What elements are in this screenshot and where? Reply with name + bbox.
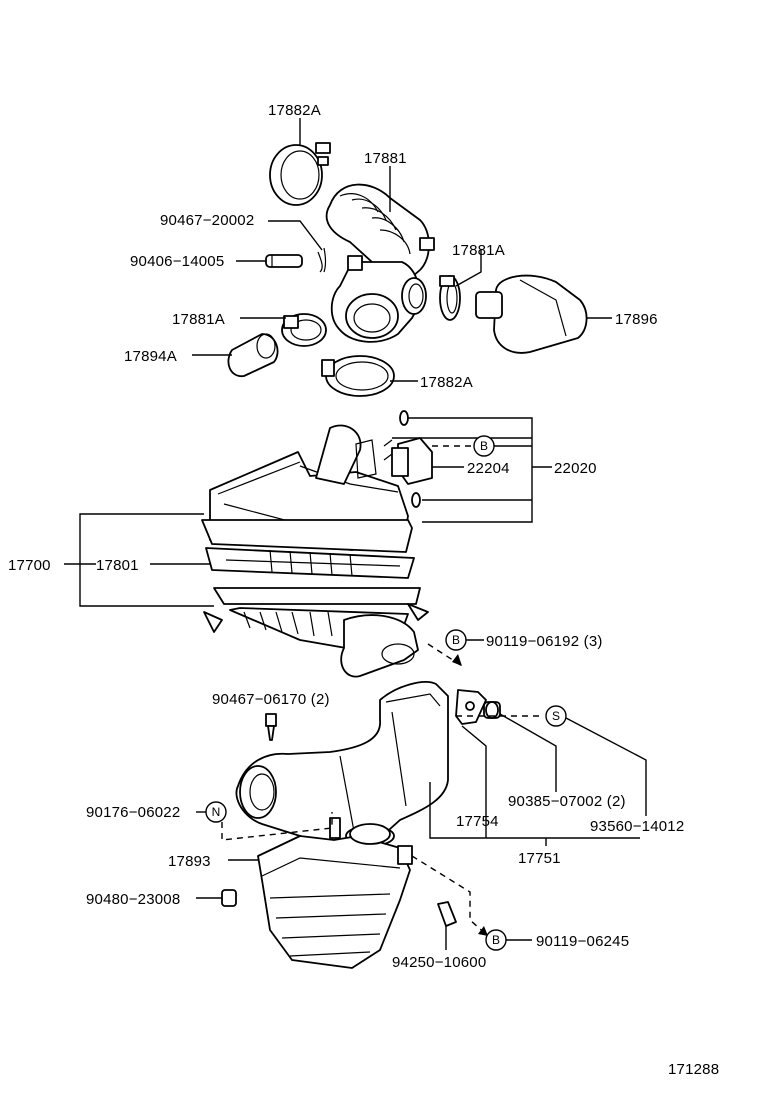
label-90467-06170: 90467−06170 (2) bbox=[212, 691, 330, 708]
label-17881: 17881 bbox=[364, 150, 407, 167]
resonator-17893 bbox=[257, 817, 413, 969]
label-17893: 17893 bbox=[168, 853, 211, 870]
label-93560-14012: 93560−14012 bbox=[590, 818, 684, 835]
svg-text:B: B bbox=[492, 933, 500, 947]
resonator-17896 bbox=[475, 274, 588, 354]
label-17700: 17700 bbox=[8, 557, 51, 574]
svg-text:S: S bbox=[552, 709, 560, 723]
nut-90480-23008 bbox=[221, 889, 237, 907]
label-17881a-right: 17881A bbox=[452, 242, 505, 259]
hose-17894a bbox=[227, 333, 279, 377]
svg-text:N: N bbox=[212, 805, 221, 819]
label-17896: 17896 bbox=[615, 311, 658, 328]
label-90480-23008: 90480−23008 bbox=[86, 891, 180, 908]
clamp-17882a-top bbox=[269, 142, 331, 206]
label-17881a-left: 17881A bbox=[172, 311, 225, 328]
marker-s: S bbox=[545, 705, 567, 727]
label-17751: 17751 bbox=[518, 850, 561, 867]
marker-b-lower: B bbox=[485, 929, 507, 951]
air-duct-17751 bbox=[235, 681, 449, 862]
label-90119-06192: 90119−06192 (3) bbox=[486, 633, 603, 650]
label-94250-10600: 94250−10600 bbox=[392, 954, 486, 971]
clip-94250-10600 bbox=[437, 901, 457, 927]
svg-text:B: B bbox=[480, 439, 488, 453]
air-cleaner-assembly-17700 bbox=[201, 424, 429, 678]
label-22204: 22204 bbox=[467, 460, 510, 477]
pin-90406-14005 bbox=[265, 254, 303, 268]
label-17754: 17754 bbox=[456, 813, 499, 830]
label-17894a: 17894A bbox=[124, 348, 177, 365]
clip-90467-06170 bbox=[265, 713, 277, 741]
arrowheads bbox=[452, 654, 488, 936]
label-90467-20002: 90467−20002 bbox=[160, 212, 254, 229]
label-17801: 17801 bbox=[96, 557, 139, 574]
label-90406-14005: 90406−14005 bbox=[130, 253, 224, 270]
svg-text:B: B bbox=[452, 633, 460, 647]
marker-n: N bbox=[205, 801, 227, 823]
label-17882a-bottom: 17882A bbox=[420, 374, 473, 391]
figure-number: 171288 bbox=[668, 1061, 719, 1078]
grommet-90385-07002 bbox=[483, 701, 501, 719]
label-90176-06022: 90176−06022 bbox=[86, 804, 180, 821]
marker-b-middle: B bbox=[445, 629, 467, 651]
marker-b-upper: B bbox=[473, 435, 495, 457]
hose-17881 bbox=[325, 183, 435, 343]
clamp-17881a-right bbox=[439, 275, 461, 321]
clip-90467-20002 bbox=[317, 247, 327, 273]
label-22020: 22020 bbox=[554, 460, 597, 477]
clamp-17881a-left bbox=[281, 313, 327, 347]
clamp-17882a-bottom bbox=[321, 355, 395, 397]
label-90385-07002: 90385−07002 (2) bbox=[508, 793, 626, 810]
label-17882a-top: 17882A bbox=[268, 102, 321, 119]
bracket-17754 bbox=[455, 689, 487, 725]
leader-lines bbox=[64, 118, 647, 950]
label-90119-06245: 90119−06245 bbox=[536, 933, 629, 950]
